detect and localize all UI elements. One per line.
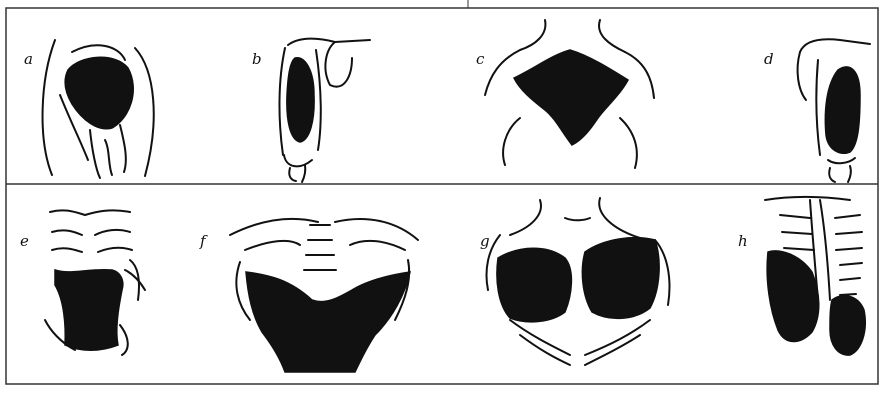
panel-a-illustration xyxy=(43,40,154,178)
panel-d-illustration xyxy=(798,39,870,182)
panel-label-b: b xyxy=(252,50,262,68)
panel-label-h: h xyxy=(738,232,748,250)
panel-g-illustration xyxy=(487,198,670,365)
panel-label-f: f xyxy=(200,232,206,250)
panel-label-e: e xyxy=(20,232,29,250)
panel-e-illustration xyxy=(45,210,145,355)
panel-label-g: g xyxy=(480,232,490,250)
panel-label-d: d xyxy=(764,50,774,68)
panel-c-illustration xyxy=(485,20,654,168)
panel-f-illustration xyxy=(230,219,418,372)
panel-label-a: a xyxy=(24,50,33,68)
figure-frame xyxy=(6,8,878,384)
panel-label-c: c xyxy=(476,50,484,68)
panel-b-illustration xyxy=(279,39,370,182)
panel-h-illustration xyxy=(765,197,865,355)
